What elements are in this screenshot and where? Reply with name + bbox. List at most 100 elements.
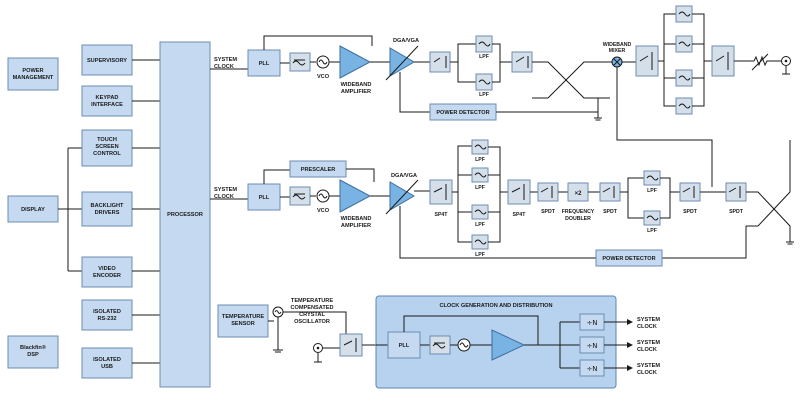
filter-bank-split bbox=[658, 13, 676, 107]
chain1-system-clock-label: SYSTEM CLOCK bbox=[214, 57, 237, 70]
chain1-output-switch-right bbox=[711, 45, 735, 77]
svg-text:CONTROL: CONTROL bbox=[93, 151, 121, 157]
svg-text:LPF: LPF bbox=[475, 252, 485, 258]
svg-text:DGA/VGA: DGA/VGA bbox=[391, 173, 417, 179]
clock-vco bbox=[457, 338, 471, 352]
svg-text:CLOCK GENERATION AND DISTRIBUT: CLOCK GENERATION AND DISTRIBUTION bbox=[439, 303, 552, 309]
svg-text:LPF: LPF bbox=[647, 228, 657, 234]
svg-text:SPDT: SPDT bbox=[683, 209, 698, 215]
chain2-dga-vga: DGA/VGA bbox=[385, 173, 419, 215]
divider-3: ÷N bbox=[579, 359, 605, 377]
svg-text:FREQUENCY: FREQUENCY bbox=[562, 209, 595, 215]
svg-text:MANAGEMENT: MANAGEMENT bbox=[13, 75, 54, 81]
svg-text:LPF: LPF bbox=[479, 92, 489, 98]
svg-text:MIXER: MIXER bbox=[609, 48, 626, 54]
svg-text:COMPENSATED: COMPENSATED bbox=[290, 305, 333, 311]
svg-text:SUPERVISORY: SUPERVISORY bbox=[87, 58, 127, 64]
svg-text:USB: USB bbox=[101, 364, 113, 370]
filter-bank-join bbox=[692, 13, 712, 107]
divider-1: ÷N bbox=[579, 313, 605, 331]
chain2-prescaler: PRESCALER bbox=[289, 160, 347, 178]
processor-block: PROCESSOR bbox=[159, 41, 211, 388]
chain2-spdt-3: SPDT bbox=[679, 182, 701, 215]
svg-text:SPDT: SPDT bbox=[541, 209, 556, 215]
svg-text:ISOLATED: ISOLATED bbox=[93, 357, 121, 363]
blackfin-dsp-block: Blackfin® DSP bbox=[7, 335, 59, 369]
rf-output-connector-icon bbox=[781, 56, 791, 75]
svg-text:SYSTEM: SYSTEM bbox=[637, 340, 660, 346]
chain1-wideband-mixer: WIDEBAND MIXER bbox=[603, 42, 632, 68]
svg-text:CLOCK: CLOCK bbox=[637, 347, 657, 353]
svg-text:WIDEBAND: WIDEBAND bbox=[341, 216, 372, 222]
svg-text:POWER: POWER bbox=[22, 68, 43, 74]
chain2-vco: VCO bbox=[316, 189, 330, 214]
svg-text:LPF: LPF bbox=[475, 157, 485, 163]
svg-text:Blackfin®: Blackfin® bbox=[20, 344, 47, 351]
tcxo-label: TEMPERATURE COMPENSATED CRYSTAL OSCILLAT… bbox=[290, 298, 333, 325]
chain1-feedback bbox=[263, 35, 373, 50]
svg-text:LPF: LPF bbox=[475, 222, 485, 228]
chain2-power-detector: POWER DETECTOR bbox=[595, 249, 663, 267]
isolated-rs232-block: ISOLATED RS-232 bbox=[81, 299, 133, 331]
chain2-frequency-doubler: ×2 FREQUENCY DOUBLER bbox=[562, 182, 595, 222]
svg-text:LPF: LPF bbox=[647, 188, 657, 194]
svg-text:LPF: LPF bbox=[479, 54, 489, 60]
keypad-interface-block: KEYPAD INTERFACE bbox=[81, 85, 133, 117]
chain2-system-clock-label: SYSTEM CLOCK bbox=[214, 187, 237, 200]
svg-text:PROCESSOR: PROCESSOR bbox=[167, 212, 203, 218]
supervisory-block: SUPERVISORY bbox=[81, 44, 133, 76]
svg-text:TEMPERATURE: TEMPERATURE bbox=[291, 298, 333, 304]
display-block: DISPLAY bbox=[7, 195, 59, 223]
svg-text:÷N: ÷N bbox=[586, 342, 597, 350]
isolated-usb-block: ISOLATED USB bbox=[81, 347, 133, 379]
svg-text:ISOLATED: ISOLATED bbox=[93, 309, 121, 315]
svg-text:SYSTEM: SYSTEM bbox=[637, 317, 660, 323]
svg-text:÷N: ÷N bbox=[586, 365, 597, 373]
svg-text:PLL: PLL bbox=[399, 343, 410, 349]
svg-text:DSP: DSP bbox=[27, 352, 39, 358]
chain1-pll-block: PLL bbox=[247, 49, 281, 77]
svg-text:KEYPAD: KEYPAD bbox=[96, 95, 119, 101]
mixer-to-chain2 bbox=[616, 67, 713, 187]
chain1-switch-right bbox=[511, 51, 533, 73]
ground-icon bbox=[594, 110, 602, 121]
svg-text:WIDEBAND: WIDEBAND bbox=[603, 42, 632, 48]
svg-text:SYSTEM: SYSTEM bbox=[214, 187, 237, 193]
chain1-switch-left bbox=[429, 51, 451, 73]
svg-text:DRIVERS: DRIVERS bbox=[95, 210, 120, 216]
chain1-join bbox=[492, 43, 512, 83]
svg-text:INTERFACE: INTERFACE bbox=[91, 102, 123, 108]
chain1-pd-out bbox=[496, 98, 599, 113]
svg-text:POWER DETECTOR: POWER DETECTOR bbox=[602, 256, 655, 262]
chain2-lpf-bank: LPF LPF LPF LPF bbox=[471, 139, 489, 258]
svg-text:SP4T: SP4T bbox=[435, 212, 449, 218]
svg-text:CLOCK: CLOCK bbox=[214, 64, 234, 70]
svg-text:VIDEO: VIDEO bbox=[98, 266, 116, 272]
svg-text:LPF: LPF bbox=[475, 185, 485, 191]
svg-text:VCO: VCO bbox=[317, 208, 330, 214]
chain2-wideband-amplifier: WIDEBAND AMPLIFIER bbox=[339, 179, 372, 229]
svg-text:SENSOR: SENSOR bbox=[231, 321, 255, 327]
chain2-filter bbox=[289, 186, 311, 206]
chain1-output-switch-left bbox=[635, 45, 659, 77]
svg-text:RS-232: RS-232 bbox=[98, 316, 117, 322]
svg-text:AMPLIFIER: AMPLIFIER bbox=[341, 89, 371, 95]
svg-text:DISPLAY: DISPLAY bbox=[21, 207, 45, 213]
chain2-lpf-lower: LPF bbox=[643, 210, 661, 234]
temperature-sensor-block: TEMPERATURE SENSOR bbox=[217, 304, 269, 338]
chain1-pd-feedback bbox=[399, 72, 430, 113]
svg-text:WIDEBAND: WIDEBAND bbox=[341, 82, 372, 88]
svg-text:VCO: VCO bbox=[317, 74, 330, 80]
chain1-dga-vga: DGA/VGA bbox=[385, 38, 419, 81]
svg-text:BACKLIGHT: BACKLIGHT bbox=[91, 203, 125, 209]
attenuator-icon bbox=[751, 53, 782, 71]
touch-screen-control-block: TOUCH SCREEN CONTROL bbox=[81, 129, 133, 167]
filter-bank bbox=[675, 5, 693, 115]
svg-text:÷N: ÷N bbox=[586, 319, 597, 327]
svg-text:POWER DETECTOR: POWER DETECTOR bbox=[436, 110, 489, 116]
ref-select-switch bbox=[339, 333, 363, 357]
divider-2: ÷N bbox=[579, 336, 605, 354]
chain1-lpf-top: LPF bbox=[475, 35, 493, 60]
svg-text:CLOCK: CLOCK bbox=[637, 370, 657, 376]
